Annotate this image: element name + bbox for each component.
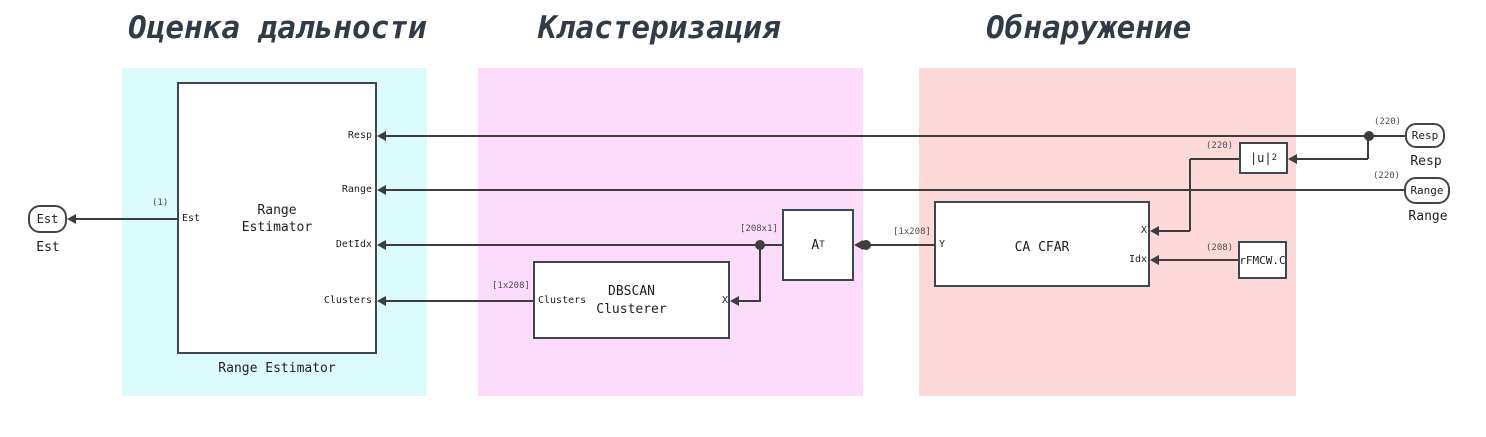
wire-cfar-y-out[interactable] bbox=[863, 244, 934, 246]
dim-label-magsq: (220) bbox=[1206, 141, 1234, 151]
range-estimator-block[interactable] bbox=[177, 82, 377, 354]
arrowhead-transpose-in bbox=[854, 240, 863, 250]
dim-label-resp: (220) bbox=[1374, 117, 1402, 127]
port-label-clusters: Clusters bbox=[323, 295, 372, 306]
ca-cfar-block[interactable] bbox=[934, 201, 1150, 287]
arrowhead-range-port bbox=[377, 185, 386, 195]
port-label-cfar-x: X bbox=[1140, 225, 1147, 236]
dim-label-clusters: [1x208] bbox=[492, 281, 530, 291]
arrowhead-magsq-in bbox=[1288, 154, 1297, 164]
dim-label-range: (220) bbox=[1373, 171, 1401, 181]
junction-cfar-y bbox=[861, 240, 871, 250]
dim-label-est: (1) bbox=[152, 198, 169, 208]
ca-cfar-label: CA CFAR bbox=[1014, 240, 1070, 255]
cfar-index-constant-label: rFMCW.C bbox=[1239, 253, 1286, 267]
port-label-resp: Resp bbox=[347, 130, 372, 141]
port-label-detidx: DetIdx bbox=[335, 239, 372, 250]
arrowhead-est-oval bbox=[67, 214, 76, 224]
inport-resp[interactable]: Resp bbox=[1405, 123, 1445, 148]
inport-resp-caption: Resp bbox=[1410, 154, 1442, 169]
arrowhead-resp-port bbox=[377, 131, 386, 141]
magnitude-squared-block[interactable] bbox=[1239, 142, 1288, 174]
dim-label-cfar-y: [1x208] bbox=[893, 227, 931, 237]
dim-label-cfar-idx: (208) bbox=[1206, 243, 1234, 253]
port-label-range: Range bbox=[341, 184, 372, 195]
wire-magsq-out-h[interactable] bbox=[1190, 158, 1239, 160]
magnitude-squared-label: |u|2 bbox=[1249, 151, 1278, 165]
port-label-cfar-y: Y bbox=[939, 239, 946, 250]
port-label-dbscan-x: X bbox=[721, 295, 728, 306]
wire-detidx[interactable] bbox=[386, 244, 782, 246]
wire-resp-branch-h[interactable] bbox=[1297, 158, 1368, 160]
outport-est[interactable]: Est bbox=[28, 205, 67, 233]
wire-resp-main[interactable] bbox=[386, 135, 1405, 137]
wire-est[interactable] bbox=[76, 218, 177, 220]
wire-dbscan-branch-v[interactable] bbox=[759, 245, 761, 301]
title-range-estimation: Оценка дальности bbox=[128, 10, 427, 46]
wire-cfar-x-in[interactable] bbox=[1159, 230, 1190, 232]
outport-est-caption: Est bbox=[36, 240, 60, 255]
wire-range-main[interactable] bbox=[386, 189, 1404, 191]
wire-clusters[interactable] bbox=[386, 300, 533, 302]
title-detection: Обнаружение bbox=[986, 10, 1192, 46]
arrowhead-dbscan-x bbox=[730, 296, 739, 306]
arrowhead-detidx-port bbox=[377, 240, 386, 250]
wire-magsq-out-v[interactable] bbox=[1189, 159, 1191, 231]
dim-label-transpose-out: [208x1] bbox=[740, 224, 778, 234]
arrowhead-cfar-x bbox=[1150, 226, 1159, 236]
range-estimator-caption: Range Estimator bbox=[218, 361, 336, 376]
inport-range[interactable]: Range bbox=[1404, 177, 1450, 204]
port-label-dbscan-clusters: Clusters bbox=[538, 295, 587, 306]
title-clustering: Кластеризация bbox=[538, 10, 781, 46]
wire-resp-branch-v[interactable] bbox=[1367, 136, 1369, 159]
dbscan-clusterer-block[interactable] bbox=[533, 261, 730, 339]
junction-resp bbox=[1364, 131, 1374, 141]
arrowhead-clusters-port bbox=[377, 296, 386, 306]
port-label-est: Est bbox=[182, 213, 201, 224]
cfar-index-constant-block[interactable] bbox=[1238, 241, 1287, 279]
inport-range-caption: Range bbox=[1408, 209, 1448, 224]
wire-dbscan-x-in[interactable] bbox=[739, 300, 761, 302]
arrowhead-cfar-idx bbox=[1150, 255, 1159, 265]
transpose-block[interactable] bbox=[782, 209, 854, 281]
wire-cfar-idx-in[interactable] bbox=[1159, 259, 1238, 261]
dbscan-label: DBSCAN Clusterer bbox=[596, 284, 667, 317]
port-label-cfar-idx: Idx bbox=[1128, 254, 1147, 265]
junction-detidx bbox=[755, 240, 765, 250]
range-estimator-label: Range Estimator bbox=[241, 203, 313, 235]
